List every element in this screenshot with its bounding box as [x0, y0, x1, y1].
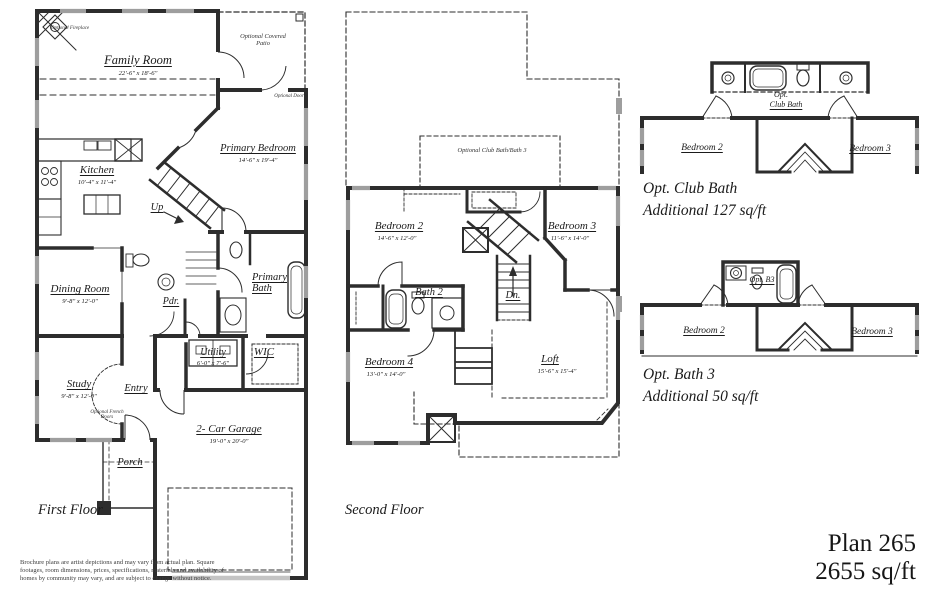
room-label-up: Up	[150, 202, 164, 213]
room-dims-bedroom-4: 13'-0" x 14'-0"	[366, 371, 406, 378]
room-dims-garage: 19'-0" x 20'-0"	[209, 438, 249, 445]
room-label-dn: Dn.	[505, 290, 521, 301]
inset1-bedroom-2-label: Bedroom 2	[681, 143, 723, 153]
room-label-primary-bath: Primary Bath	[252, 272, 287, 295]
room-dims-primary-bedroom: 14'-6" x 19'-4"	[238, 157, 278, 164]
second-floor-walls	[345, 11, 620, 458]
opt-bath-3-windows	[639, 315, 920, 350]
room-dims-loft: 15'-6" x 15'-4"	[537, 368, 577, 375]
room-dims-utility: 6'-0" x 7'-6"	[196, 360, 230, 367]
disclaimer-line-3: homes by community may vary, and are sub…	[20, 575, 212, 582]
room-dims-bedroom-2: 14'-6" x 12'-0"	[377, 235, 417, 242]
room-dims-kitchen: 10'-4" x 11'-4"	[77, 179, 117, 186]
opt-bath-3-additional: Additional 50 sq/ft	[643, 388, 759, 405]
room-label-bedroom-3: Bedroom 3	[547, 220, 597, 232]
room-label-porch: Porch	[117, 457, 143, 468]
room-dims-bedroom-3: 11'-6" x 14'-0"	[550, 235, 590, 242]
opt-club-bath-inset	[640, 61, 919, 174]
room-label-primary-bedroom: Primary Bedroom	[220, 143, 296, 154]
first-floor-windows	[34, 8, 309, 581]
room-label-bedroom-4: Bedroom 4	[364, 356, 414, 368]
room-label-wic: WIC	[253, 346, 275, 358]
inset-club-bath-label-line1: Opt.	[774, 90, 788, 99]
note-optional-fireplace: Optional Fireplace	[50, 26, 90, 31]
inset-club-bath-label-line2: Club Bath	[769, 100, 803, 109]
room-label-loft: Loft	[541, 353, 559, 365]
inset2-bedroom-3-label: Bedroom 3	[851, 327, 893, 337]
room-dims-family-room: 22'-6" x 18'-6"	[118, 70, 158, 77]
room-dims-study: 9'-8" x 12'-0"	[61, 393, 97, 400]
second-floor-windows	[345, 98, 622, 446]
note-optional-covered-patio: Optional Covered Patio	[240, 33, 286, 47]
plan-sqft: 2655 sq/ft	[815, 558, 916, 585]
disclaimer-line-1: Brochure plans are artist depictions and…	[20, 559, 215, 566]
room-label-study: Study	[66, 378, 92, 390]
note-optional-club-bath: Optional Club Bath/Bath 3	[457, 147, 527, 154]
first-floor-doors	[124, 51, 288, 443]
room-label-dining-room: Dining Room	[50, 283, 110, 295]
opt-bath-3-title: Opt. Bath 3	[643, 366, 715, 383]
room-dims-dining-room: 9'-8" x 12'-0"	[62, 298, 98, 305]
room-label-utility: Utility	[200, 347, 226, 358]
room-label-pdr: Pdr.	[162, 296, 180, 307]
disclaimer-line-2: footages, room dimensions, prices, speci…	[20, 567, 224, 574]
room-label-garage: 2- Car Garage	[196, 423, 262, 435]
inset2-bedroom-2-label: Bedroom 2	[683, 326, 725, 336]
opt-bath-3-inset	[640, 260, 919, 357]
note-optional-french-doors: Optional French Doors	[90, 410, 124, 421]
plan-name: Plan 265	[827, 530, 916, 557]
opt-club-bath-windows	[639, 128, 920, 166]
room-label-bedroom-2: Bedroom 2	[374, 220, 424, 232]
note-optional-door: Optional Door	[274, 94, 304, 99]
second-floor-title: Second Floor	[345, 502, 424, 518]
opt-club-bath-additional: Additional 127 sq/ft	[643, 202, 767, 219]
inset-bath3-label: Opt. B3	[749, 275, 775, 284]
room-label-family-room: Family Room	[104, 53, 172, 67]
room-label-bath-2: Bath 2	[415, 287, 443, 298]
first-floor-walls	[35, 9, 308, 580]
first-floor-title: First Floor	[38, 502, 103, 518]
opt-club-bath-title: Opt. Club Bath	[643, 180, 738, 197]
inset1-bedroom-3-label: Bedroom 3	[849, 144, 891, 154]
room-label-entry: Entry	[124, 383, 148, 394]
room-label-kitchen: Kitchen	[79, 164, 115, 176]
